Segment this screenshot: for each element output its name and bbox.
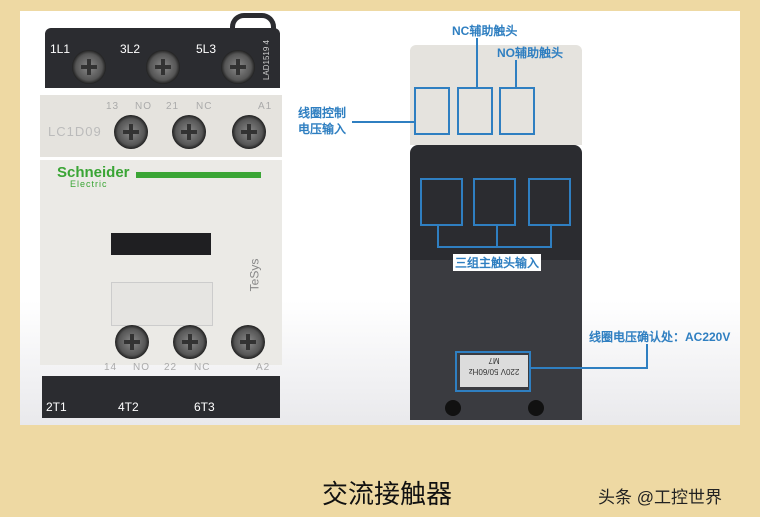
model-number: LC1D09: [48, 124, 102, 139]
highlight-box: [420, 178, 463, 226]
watermark: 头条 @工控世界: [598, 488, 722, 507]
terminal-label: 4T2: [118, 400, 139, 414]
highlight-box: [455, 351, 531, 392]
highlight-box: [414, 87, 450, 135]
highlight-box: [499, 87, 535, 135]
aux-label: A2: [256, 362, 271, 373]
leader-line: [496, 224, 498, 248]
highlight-box: [457, 87, 493, 135]
mount-hole: [528, 400, 544, 416]
leader-line: [476, 38, 478, 88]
highlight-box: [528, 178, 571, 226]
screw-icon: [173, 325, 207, 359]
screw-icon: [114, 115, 148, 149]
hook: [230, 13, 276, 40]
screw-icon: [146, 50, 180, 84]
annotation-line: 电压输入: [298, 122, 347, 136]
aux-label: A1: [258, 101, 273, 112]
brand-bar: [136, 172, 261, 178]
aux-label: NC: [194, 362, 211, 373]
aux-label: NO: [135, 101, 152, 112]
screw-icon: [115, 325, 149, 359]
aux-label: 13: [106, 101, 120, 112]
screw-icon: [72, 50, 106, 84]
leader-line: [437, 224, 439, 248]
screw-icon: [231, 325, 265, 359]
screw-icon: [221, 50, 255, 84]
annotation-main-contacts: 三组主触头输入: [453, 254, 542, 271]
bottom-terminal-block: [42, 376, 280, 418]
terminal-label: 6T3: [194, 400, 215, 414]
annotation-coil-control: 线圈控制 电压输入: [298, 105, 346, 137]
mount-hole: [445, 400, 461, 416]
annotation-no-aux: NO辅助触头: [497, 46, 564, 60]
brand-sub: Electric: [70, 179, 108, 189]
highlight-box: [473, 178, 516, 226]
leader-line: [352, 121, 414, 123]
aux-label: NC: [196, 101, 213, 112]
annotation-line: 线圈控制: [298, 106, 347, 120]
aux-module: [410, 45, 582, 145]
screw-icon: [172, 115, 206, 149]
aux-label: NO: [133, 362, 150, 373]
annotation-nc-aux: NC辅助触头: [452, 24, 518, 38]
brand-logo: Schneider: [57, 164, 130, 181]
aux-label: 22: [164, 362, 178, 373]
coil-rating-label: 220V 50/60Hz M7: [460, 355, 528, 387]
leader-line: [529, 367, 647, 369]
coil-housing: [410, 260, 582, 420]
aux-label: 21: [166, 101, 180, 112]
terminal-label-3: 3L2: [120, 42, 141, 56]
terminal-label-1: 1L1: [50, 42, 71, 56]
leader-line: [550, 224, 552, 248]
label-plate: [111, 282, 213, 326]
aux-label: 14: [104, 362, 118, 373]
terminal-label-5: 5L3: [196, 42, 217, 56]
annotation-coil-voltage: 线圈电压确认处：AC220V: [589, 330, 731, 344]
leader-line: [437, 246, 552, 248]
indicator-window: [111, 233, 211, 255]
leader-line: [646, 344, 648, 369]
side-code: LAD1519 4: [262, 40, 271, 81]
screw-icon: [232, 115, 266, 149]
leader-line: [515, 60, 517, 88]
figure-caption: 交流接触器: [322, 480, 453, 510]
terminal-label: 2T1: [46, 400, 67, 414]
series-name: TeSys: [247, 258, 262, 292]
